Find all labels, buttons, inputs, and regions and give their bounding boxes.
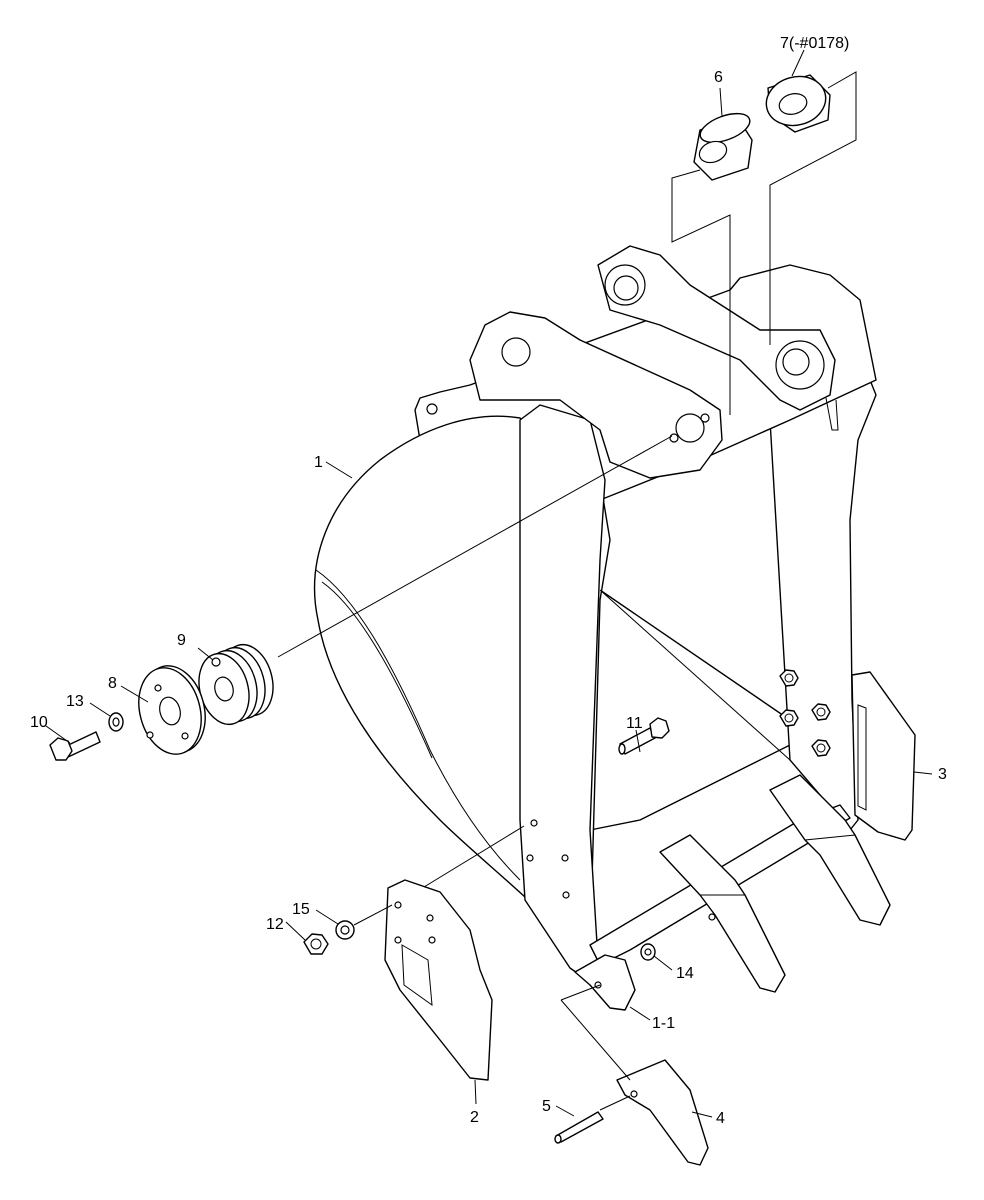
bushing-6 bbox=[693, 112, 753, 181]
label-part-1: 1 bbox=[314, 454, 323, 471]
label-part-1-1: 1-1 bbox=[652, 1015, 675, 1032]
label-part-4: 4 bbox=[716, 1110, 725, 1127]
label-part-11: 11 bbox=[626, 715, 643, 732]
label-part-14: 14 bbox=[676, 965, 694, 982]
tooth-point-4 bbox=[616, 1059, 709, 1166]
bucket-ear-plate-right bbox=[597, 245, 839, 431]
side-cutter-left bbox=[384, 879, 493, 1081]
label-part-2: 2 bbox=[470, 1109, 479, 1126]
leader-lines bbox=[45, 49, 933, 1118]
part-labels: 1 6 7(-#0178) 9 8 13 10 11 3 15 12 14 1-… bbox=[30, 35, 947, 1127]
nut-12 bbox=[303, 933, 329, 955]
label-part-12: 12 bbox=[266, 916, 284, 933]
plate-8 bbox=[138, 665, 206, 755]
tooth-adapter-1-1 bbox=[574, 954, 636, 1011]
label-part-8: 8 bbox=[108, 675, 117, 692]
gusset-holes bbox=[526, 819, 570, 899]
tooth-pin bbox=[554, 1111, 604, 1144]
washer-14 bbox=[640, 943, 656, 961]
label-part-6: 6 bbox=[714, 69, 723, 86]
side-cutter-right bbox=[851, 671, 916, 841]
label-part-7: 7(-#0178) bbox=[780, 35, 849, 52]
tooth-point-2 bbox=[659, 834, 786, 993]
label-part-9: 9 bbox=[177, 632, 186, 649]
assembly-lines bbox=[277, 71, 857, 1111]
label-part-15: 15 bbox=[292, 901, 310, 918]
label-part-5: 5 bbox=[542, 1098, 551, 1115]
washer-15 bbox=[335, 920, 355, 940]
tooth-point-3 bbox=[769, 774, 891, 926]
bushing-7 bbox=[765, 74, 831, 133]
label-part-13: 13 bbox=[66, 693, 84, 710]
bolt-10 bbox=[49, 731, 101, 761]
label-part-3: 3 bbox=[938, 766, 947, 783]
nut-group-side-plate bbox=[779, 669, 831, 757]
bolt-11 bbox=[618, 717, 670, 755]
bucket-ear-plate-left bbox=[426, 311, 723, 479]
washer-13 bbox=[108, 712, 124, 732]
label-part-10: 10 bbox=[30, 714, 48, 731]
